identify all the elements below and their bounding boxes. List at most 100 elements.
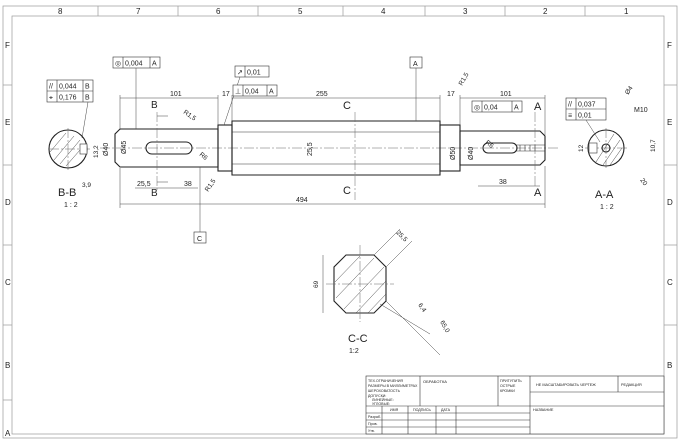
fcf-left-position-datum: B xyxy=(85,95,90,102)
dim-dia50: Ø50 xyxy=(450,147,457,160)
tb-left-line-1: ТЕХ.ОГРАНИЧЕНИЯ xyxy=(368,379,403,383)
tb-left-line-2: РАЗМЕРЫ В МИЛЛИМЕТРАХ xyxy=(368,384,418,388)
zone-col-2: 2 xyxy=(543,7,548,16)
left-keyway xyxy=(145,141,193,155)
tb-row-3: Утв. xyxy=(368,429,375,433)
datum-flag-c: C xyxy=(197,236,202,243)
dim-dia45: Ø45 xyxy=(121,141,128,154)
bb-keyway xyxy=(79,143,88,155)
cc-scale: 1:2 xyxy=(349,348,359,355)
section-b-letter-bottom: B xyxy=(151,188,158,199)
dim-cc-6-4: 6,4 xyxy=(416,302,427,314)
dim-17-right: 17 xyxy=(447,91,455,98)
tb-finish: ОБРАБОТКА xyxy=(423,379,447,384)
section-bb-view: 13,2 3,9 B-B 1 : 2 xyxy=(48,128,100,209)
fcf-right-shoulder: ◎ 0,04 A xyxy=(471,100,523,113)
bb-scale: 1 : 2 xyxy=(64,202,78,209)
inner-border xyxy=(11,15,665,435)
zone-col-6: 6 xyxy=(216,7,221,16)
fcf-left-parallel-datum: B xyxy=(85,84,90,91)
dim-10-7: 10,7 xyxy=(650,139,657,152)
dim-r1-5-c: R1,5 xyxy=(458,71,471,87)
section-aa-view: 12 Ø4 M10 10,7 20 A-A 1 : 2 xyxy=(578,85,657,211)
zone-row-c: C xyxy=(5,278,11,287)
fcf-perp-datum: A xyxy=(269,89,274,96)
section-a-letter-top: A xyxy=(534,101,542,113)
zone-row-e-right: E xyxy=(667,118,672,127)
section-c-letter-top: C xyxy=(343,100,351,112)
zone-col-5: 5 xyxy=(298,7,303,16)
zone-col-4: 4 xyxy=(381,7,386,16)
zone-row-f-right: F xyxy=(667,41,672,50)
section-cc-cutting-plane: C C xyxy=(343,100,356,200)
dim-r6-left: R6 xyxy=(198,151,209,162)
section-c-letter-bottom: C xyxy=(343,185,351,197)
fcf-perp-symbol: ⊥ xyxy=(235,89,241,96)
top-dimensions: 101 17 255 17 101 xyxy=(119,91,546,135)
dim-494: 494 xyxy=(296,197,308,204)
fcf-right-shoulder-frame xyxy=(471,100,523,113)
tb-revision: РЕДАКЦИЯ xyxy=(621,383,642,387)
dim-20: 20 xyxy=(638,177,648,187)
fcf-right-shoulder-value: 0,04 xyxy=(484,105,498,112)
zone-column-labels: 8 7 6 5 4 3 2 1 xyxy=(58,7,629,16)
fcf-runout-left-symbol: ↗ xyxy=(237,70,243,77)
tb-left-line-6: УГЛОВЫЕ: xyxy=(372,402,390,406)
cc-dim-65-line xyxy=(385,300,441,356)
fcf-left-position-symbol: ⌖ xyxy=(49,95,53,102)
fcf-right-symmetry-symbol: ≡ xyxy=(568,113,572,120)
dim-3-9: 3,9 xyxy=(82,182,91,189)
fcf-right-shoulder-symbol: ◎ xyxy=(474,105,480,112)
fcf-runout-top-value: 0,004 xyxy=(125,61,143,68)
zone-col-1: 1 xyxy=(624,7,629,16)
fcf-perp-value: 0,04 xyxy=(245,89,259,96)
dim-r6-right: R6 xyxy=(484,139,495,150)
fcf-runout-left-value: 0,01 xyxy=(247,70,261,77)
dim-cc-65: 65,0 xyxy=(438,320,451,335)
datum-flag-a: A xyxy=(413,61,418,68)
fcf-left-parallel-value: 0,044 xyxy=(59,84,77,91)
zone-col-3: 3 xyxy=(463,7,468,16)
zone-col-7: 7 xyxy=(136,7,141,16)
zone-row-labels-left: F E D C B A xyxy=(5,41,11,438)
tb-name: НАЗВАНИЕ xyxy=(533,408,554,412)
shaft-main-view xyxy=(100,120,560,176)
cc-hatch xyxy=(334,255,387,314)
fcf-perp-frame xyxy=(232,84,278,97)
zone-row-labels-right: F E D C B xyxy=(667,41,673,370)
section-a-letter-bottom: A xyxy=(534,187,542,199)
tb-edges-3: КРОМКИ xyxy=(500,389,515,393)
aa-title: A-A xyxy=(595,189,614,201)
section-cc-view: 25,5 69 6,4 65,0 C-C 1:2 xyxy=(313,228,451,356)
dim-38-right: 38 xyxy=(499,179,507,186)
right-keyway xyxy=(482,142,518,154)
zone-row-f: F xyxy=(5,41,10,50)
cc-dim-6-4-line xyxy=(379,303,431,335)
dim-dia40-right: Ø40 xyxy=(468,147,475,160)
cc-ext-1 xyxy=(373,228,401,256)
threaded-hole xyxy=(516,144,545,152)
fcf-right-symmetry-value: 0,01 xyxy=(578,113,592,120)
zone-row-d: D xyxy=(5,198,11,207)
fcf-runout-top-frame xyxy=(112,56,161,69)
dim-cc-69: 69 xyxy=(313,280,320,288)
tb-col-date: ДАТА xyxy=(441,408,451,412)
tb-edges-2: ОСТРЫЕ xyxy=(500,384,516,388)
fcf-right-stack: // 0,037 ≡ 0,01 xyxy=(565,97,607,143)
dim-101-right: 101 xyxy=(500,91,512,98)
dim-m10: M10 xyxy=(634,107,648,114)
fcf-right-parallel-value: 0,037 xyxy=(578,102,596,109)
tb-left-line-5: ЛИНЕЙНЫЕ: xyxy=(372,398,394,402)
tb-col-sign: ПОДПИСЬ xyxy=(413,408,431,412)
fcf-right-stack-leader xyxy=(585,119,601,143)
tb-left-line-4: ДОПУСКИ: xyxy=(368,394,386,398)
fcf-right-shoulder-datum: A xyxy=(514,105,519,112)
fcf-left-stack-leader xyxy=(81,101,89,139)
fcf-left-stack: // 0,044 B ⌖ 0,176 B xyxy=(46,79,94,139)
aa-keyway xyxy=(588,142,598,154)
dim-38-left: 38 xyxy=(184,181,192,188)
zone-row-e: E xyxy=(5,118,10,127)
dim-17-left: 17 xyxy=(222,91,230,98)
